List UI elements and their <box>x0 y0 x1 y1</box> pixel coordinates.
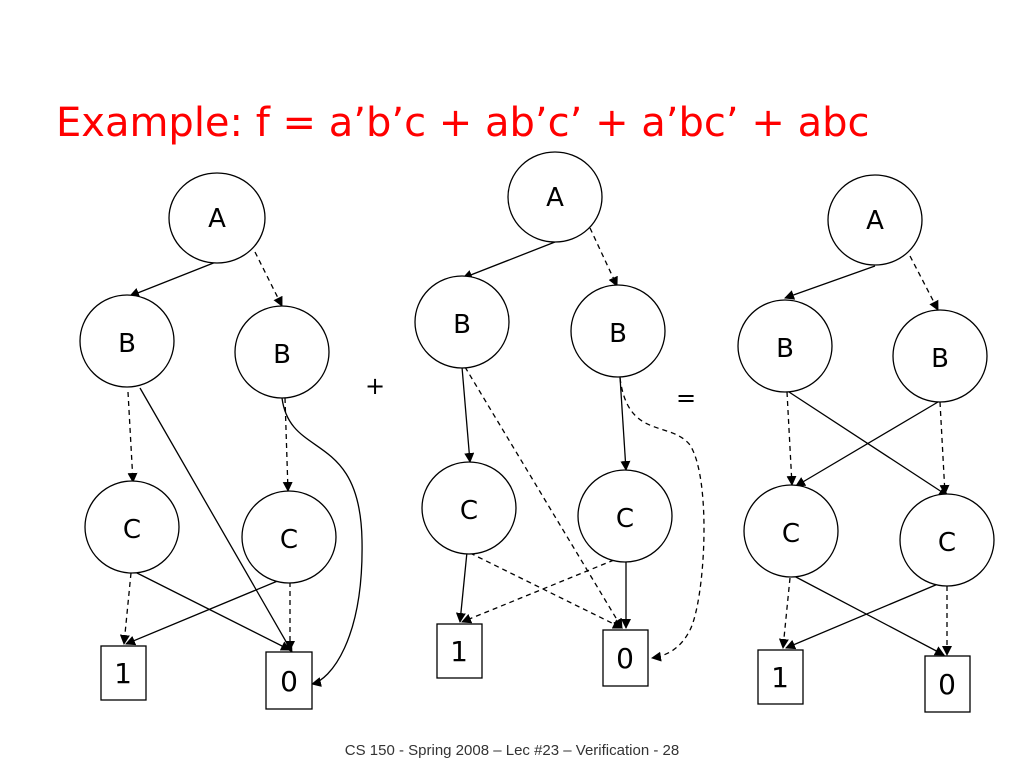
svg-text:1: 1 <box>771 661 789 694</box>
edge-b-left-to-c-left <box>786 391 797 486</box>
edge-c-right-to-one <box>461 559 615 624</box>
edge-c-left-to-zero <box>469 552 623 629</box>
node-b-left: B <box>79 294 175 388</box>
diagram-left: A B B C C 1 0 <box>79 172 363 710</box>
edge-b-right-to-zero <box>619 377 705 662</box>
svg-text:A: A <box>866 206 884 236</box>
edge-c-left-to-zero <box>134 571 291 651</box>
node-b-right: B <box>234 305 330 399</box>
terminal-zero: 0 <box>602 629 649 687</box>
edge-c-left-to-zero <box>793 575 945 656</box>
edge-b-left-to-zero <box>464 366 623 629</box>
node-b-right: B <box>892 309 988 403</box>
svg-text:A: A <box>546 183 564 213</box>
node-c-left: C <box>421 461 517 555</box>
equals-operator: = <box>676 384 696 412</box>
svg-text:C: C <box>782 519 800 549</box>
edge-c-right-to-one <box>125 579 281 646</box>
edge-b-left-to-c-left <box>461 366 475 463</box>
svg-text:C: C <box>123 515 141 545</box>
edge-b-left-to-zero <box>139 387 293 653</box>
svg-text:C: C <box>460 496 478 526</box>
edge-a-to-b-right <box>254 251 283 307</box>
edge-c-left-to-one <box>119 572 132 645</box>
terminal-one: 1 <box>757 649 804 705</box>
node-b-left: B <box>414 275 510 369</box>
edge-a-to-b-left <box>129 261 217 298</box>
terminal-zero: 0 <box>924 655 971 713</box>
edge-b-right-to-c-right <box>939 401 950 495</box>
edge-b-left-to-c-left <box>127 391 138 483</box>
edge-c-left-to-one <box>455 551 468 623</box>
edge-c-right-to-one <box>785 583 939 650</box>
svg-text:1: 1 <box>450 635 468 668</box>
node-a: A <box>827 174 923 266</box>
svg-text:1: 1 <box>114 657 132 690</box>
svg-text:C: C <box>280 525 298 555</box>
edge-b-right-to-c-left <box>795 401 939 487</box>
node-c-right: C <box>241 490 337 584</box>
plus-operator: + <box>365 372 385 400</box>
edge-a-to-b-right <box>589 227 618 287</box>
slide-title: Example: f = a’b’c + ab’c’ + a’bc’ + abc <box>56 100 870 146</box>
diagram-middle: A B B C C 1 0 <box>414 151 705 687</box>
svg-text:B: B <box>453 310 471 340</box>
edge-c-left-to-one <box>778 577 791 649</box>
node-c-right: C <box>577 469 673 563</box>
node-c-left: C <box>743 484 839 578</box>
svg-text:0: 0 <box>280 665 298 698</box>
edge-b-right-to-c-right <box>619 376 631 471</box>
svg-text:C: C <box>938 528 956 558</box>
edge-a-to-b-left <box>462 241 556 280</box>
svg-text:C: C <box>616 504 634 534</box>
diagram-right: A B B C C 1 0 <box>737 174 995 713</box>
terminal-one: 1 <box>436 623 483 679</box>
edge-a-to-b-right <box>909 255 939 311</box>
node-a: A <box>507 151 603 243</box>
svg-text:B: B <box>931 344 949 374</box>
edge-a-to-b-left <box>784 265 876 300</box>
svg-text:0: 0 <box>938 668 956 701</box>
node-b-right: B <box>570 284 666 378</box>
svg-text:B: B <box>273 340 291 370</box>
terminal-zero: 0 <box>265 651 313 710</box>
node-b-left: B <box>737 299 833 393</box>
edge-b-right-to-c-right <box>282 397 293 492</box>
svg-text:0: 0 <box>616 642 634 675</box>
edge-b-left-to-c-right <box>788 391 949 497</box>
svg-text:B: B <box>776 334 794 364</box>
terminal-one: 1 <box>100 645 147 701</box>
node-c-right: C <box>899 493 995 587</box>
svg-text:B: B <box>609 319 627 349</box>
slide-footer: CS 150 - Spring 2008 – Lec #23 – Verific… <box>344 742 680 759</box>
svg-text:B: B <box>118 329 136 359</box>
node-a: A <box>168 172 266 264</box>
node-c-left: C <box>84 480 180 574</box>
edge-b-right-to-zero <box>281 397 363 687</box>
svg-text:A: A <box>208 204 226 234</box>
